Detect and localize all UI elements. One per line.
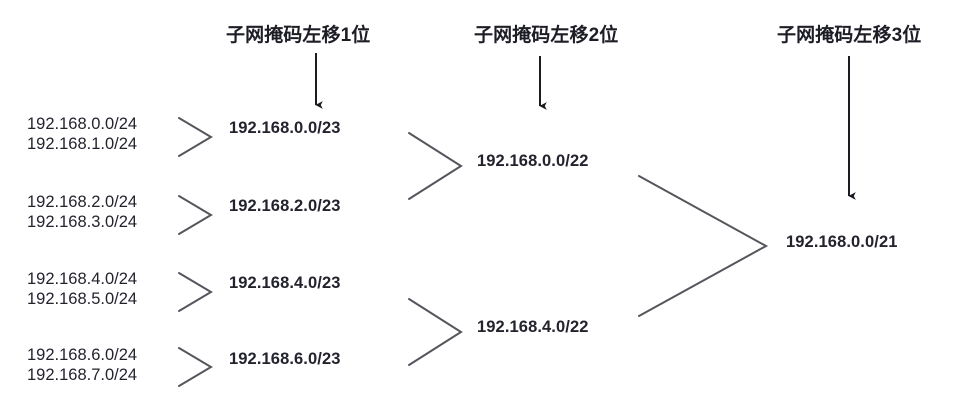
level1-address-4: 192.168.6.0/23 [229, 350, 341, 368]
bracket-level1-1 [178, 117, 213, 157]
leaf-address-bottom: 192.168.1.0/24 [27, 135, 138, 153]
bracket-level1-4 [178, 347, 213, 387]
leaf-address-bottom: 192.168.3.0/24 [27, 213, 138, 231]
level2-address-2: 192.168.4.0/22 [477, 318, 589, 336]
level1-address-1: 192.168.0.0/23 [229, 119, 341, 137]
bracket-level1-2 [178, 195, 213, 235]
level1-address-2: 192.168.2.0/23 [229, 197, 341, 215]
header-label-3: 子网掩码左移3位 [777, 25, 922, 46]
bracket-level1-3 [178, 272, 213, 312]
bracket-level2-1 [408, 132, 463, 200]
leaf-pair-1: 192.168.0.0/24 192.168.1.0/24 [27, 114, 137, 154]
header-label-2: 子网掩码左移2位 [474, 25, 619, 46]
bracket-level3-1 [638, 175, 769, 317]
leaf-address-top: 192.168.0.0/24 [27, 115, 138, 133]
leaf-address-top: 192.168.6.0/24 [27, 346, 138, 364]
bracket-group-level2 [408, 132, 463, 366]
leaf-pair-3: 192.168.4.0/24 192.168.5.0/24 [27, 269, 137, 309]
leaf-address-top: 192.168.4.0/24 [27, 270, 138, 288]
bracket-level2-2 [408, 298, 463, 366]
bracket-group-level3 [638, 175, 769, 317]
header-arrow-group [315, 53, 856, 200]
bracket-group-level1 [178, 117, 213, 387]
header-label-1: 子网掩码左移1位 [226, 25, 371, 46]
leaf-pair-2: 192.168.2.0/24 192.168.3.0/24 [27, 192, 137, 232]
leaf-address-bottom: 192.168.5.0/24 [27, 290, 138, 308]
level2-address-1: 192.168.0.0/22 [477, 152, 589, 170]
leaf-address-top: 192.168.2.0/24 [27, 193, 138, 211]
level3-address-1: 192.168.0.0/21 [786, 233, 898, 251]
leaf-address-bottom: 192.168.7.0/24 [27, 366, 138, 384]
leaf-pair-4: 192.168.6.0/24 192.168.7.0/24 [27, 345, 137, 385]
level1-address-3: 192.168.4.0/23 [229, 274, 341, 292]
